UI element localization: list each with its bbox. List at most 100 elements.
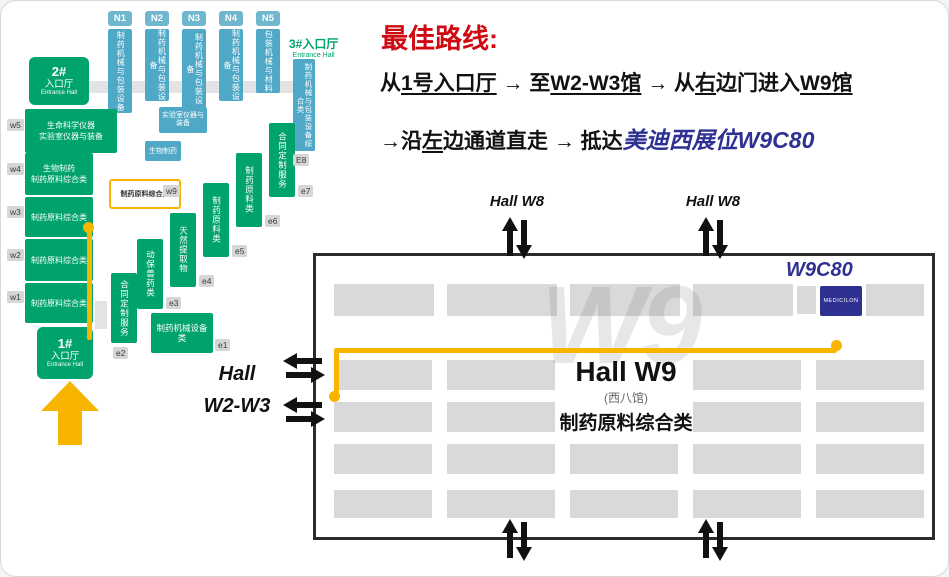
hall-w9-detail-map: W9 W9C80 MEDICILON Hall W9 (西八馆) 制药原料综合类 [313,253,935,540]
hall-e4-label: e4 [199,275,215,287]
route-text: → 至 [496,72,551,95]
route-title: 最佳路线: [381,24,498,54]
booth-block [447,402,555,432]
hall-e4-block: 天然提取物 [170,213,196,287]
hall-n4-label: N4 [219,11,243,26]
booth-block [816,402,924,432]
route-dot-overview [83,222,94,233]
hall-n2-label: N2 [145,11,169,26]
booth-block [334,490,432,518]
entrance-1-name: 1# [57,335,73,351]
hall-e2-block: 合同定制服务 [111,273,137,343]
hall-w5-line1: 生命科学仪器 [47,121,95,130]
gate-top-right-icon [698,217,728,259]
hall-w9-title-group: Hall W9 (西八馆) 制药原料综合类 [476,356,776,435]
route-text-hall-w2w3: W2-W3馆 [550,72,642,95]
route-end-dot-hall [831,340,842,351]
booth-block [447,360,555,390]
entrance-2-cn: 入口厅 [44,78,74,90]
booth-block [816,360,924,390]
gate-label-hall-w2w3: Hall W2-W3 [197,363,277,418]
hall-e1-label: e1 [215,339,231,351]
up-arrow-icon [41,381,99,445]
booth-block [693,402,801,432]
route-step-line-2: →沿左边通道直走 → 抵达美迪西展位W9C80 [380,121,814,155]
entrance-1-en: Entrance Hall [46,362,84,369]
hall-w2-block: 制药原料综合类 [25,239,93,281]
lab-instruments-block: 实验室仪器与装备 [159,107,207,133]
hall-e8-label: E8 [293,154,310,166]
booth-block [447,490,555,518]
hall-w3-block: 制药原料综合类 [25,197,93,237]
hall-e1-block: 制药机械设备类 [151,313,213,353]
medicilon-logo: MEDICILON [823,298,859,304]
hall-w2-label: w2 [7,249,24,261]
hall-w1-label: w1 [7,291,24,303]
booth-block [334,284,434,316]
route-line-overview [87,228,92,340]
hall-w5-line2: 实验室仪器与装备 [39,132,103,141]
hall-e3-label: e3 [166,297,182,309]
entrance-2-en: Entrance Hall [40,90,78,97]
route-step-line-1: 从1号入口厅 → 至W2-W3馆 → 从右边门进入W9馆 [380,67,853,97]
hall-w9-category: 制药原料综合类 [559,413,693,434]
entrance-3-name: 3#入口厅 [289,37,339,51]
hall-w9-highlight-text: 制药原料综合类 [120,191,170,198]
hall-n5-block: 包装机械与材料 [256,29,280,93]
hall-w5-label: w5 [7,119,24,131]
booth-block [570,444,678,474]
hall-w4-block: 生物制药 制药原料综合类 [25,153,93,195]
booth-block [797,286,816,314]
hall-e7-block: 合同定制服务 [269,123,295,197]
entrance-hall-1: 1# 入口厅 Entrance Hall [37,327,93,379]
route-text: → 从 [641,72,696,95]
gate-label-w2w3: W2-W3 [203,395,271,417]
route-text-hall-w9: W9馆 [800,72,853,95]
biopharma-block: 生物制药 [145,141,181,161]
gate-left-lower-icon [283,397,325,427]
hall-w4-line2: 制药原料综合类 [31,175,87,184]
route-text-entrance1: 1号入口厅 [401,72,497,95]
entrance-hall-3-label: 3#入口厅 Entrance Hall [289,35,338,59]
route-text: 从 [380,72,401,95]
entrance-2-name: 2# [51,63,67,79]
hall-w9-chip: w9 [163,185,180,197]
gate-left-upper-icon [283,353,325,383]
booth-block [693,284,793,316]
entrance-3-en: Entrance Hall [292,52,335,59]
booth-block [447,444,555,474]
booth-block [693,444,801,474]
hall-e3-block: 动保兽药类 [137,239,163,309]
booth-block [334,444,432,474]
hall-e6-block: 制药原料类 [236,153,262,227]
entrance-1-cn: 入口厅 [50,350,80,362]
gate-label-hall-w8-right: Hall W8 [685,193,741,210]
route-line-hall-horizontal [334,348,837,353]
hall-w9-watermark: W9 [541,264,702,387]
hall-n1-label: N1 [108,11,132,26]
booth-code-label: W9C80 [786,259,853,281]
route-text: 边通道直走 → 抵达 [443,130,623,153]
entrance-hall-2: 2# 入口厅 Entrance Hall [29,57,89,105]
hall-n3-block: 制药机械与包装设备 [182,29,206,109]
booth-block [693,490,801,518]
booth-block [334,402,432,432]
route-text-right: 右 [695,72,717,95]
booth-block [334,360,432,390]
hall-n5-label: N5 [256,11,280,26]
hall-w4-line1: 生物制药 [43,164,75,173]
hall-e7-label: e7 [298,185,314,197]
route-start-dot-hall [329,391,340,402]
booth-block [447,284,557,316]
hall-e2-label: e2 [113,347,129,359]
route-text-left: 左 [422,130,443,153]
hall-w1-block: 制药原料综合类 [25,283,93,323]
map-connector [95,301,107,329]
hall-n3-label: N3 [182,11,206,26]
hall-w9-title: Hall W9 [575,356,677,387]
hall-w9-subtitle: (西八馆) [604,391,648,405]
route-text: 边门进入 [716,72,801,95]
hall-n4-block: 制药机械与包装设备 [219,29,243,101]
booth-block [570,284,680,316]
